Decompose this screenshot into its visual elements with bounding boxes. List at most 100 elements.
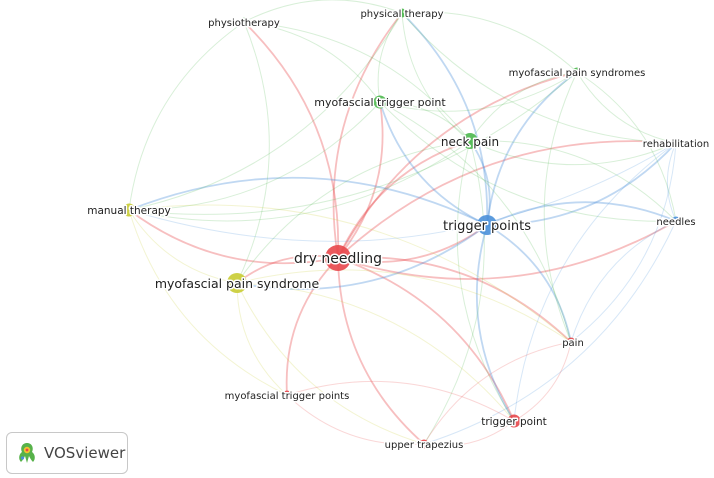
label-dry-needling[interactable]: dry needling bbox=[293, 250, 384, 269]
link-trigger-points-myofascial-pain-syndrome bbox=[236, 224, 488, 291]
link-rehabilitation-trigger-point bbox=[513, 142, 677, 422]
node-myofascial-pain-syndrome[interactable] bbox=[227, 273, 247, 293]
link-manual-therapy-myofascial-pain-syndrome bbox=[128, 209, 238, 284]
link-dry-needling-trigger-point bbox=[337, 257, 515, 422]
node-trigger-point[interactable] bbox=[507, 414, 521, 428]
link-physiotherapy-manual-therapy bbox=[128, 21, 245, 211]
link-myofascial-pain-syndromes-pain bbox=[543, 71, 578, 343]
link-dry-needling-pain bbox=[337, 256, 572, 343]
link-myofascial-trigger-point-physiotherapy bbox=[243, 21, 381, 103]
link-neck-pain-needles bbox=[469, 140, 677, 222]
link-trigger-point-upper-trapezius bbox=[423, 420, 515, 447]
link-myofascial-trigger-point-myofascial-pain-syndromes bbox=[379, 71, 578, 112]
link-dry-needling-neck-pain bbox=[337, 140, 471, 259]
node-physiotherapy[interactable] bbox=[239, 17, 249, 27]
link-rehabilitation-manual-therapy bbox=[128, 142, 677, 242]
link-myofascial-trigger-point-needles bbox=[379, 101, 677, 222]
link-neck-pain-trigger-point bbox=[456, 140, 515, 422]
link-myofascial-pain-syndrome-upper-trapezius bbox=[236, 282, 425, 445]
nodes-layer bbox=[122, 8, 681, 449]
link-physical-therapy-physiotherapy bbox=[243, 0, 403, 23]
link-trigger-points-manual-therapy bbox=[128, 176, 488, 226]
links-layer bbox=[128, 0, 677, 447]
node-upper-trapezius[interactable] bbox=[419, 439, 429, 449]
label-manual-therapy[interactable]: manual therapy bbox=[86, 204, 173, 219]
node-myofascial-trigger-points[interactable] bbox=[282, 390, 292, 400]
link-dry-needling-myofascial-pain-syndromes bbox=[337, 71, 578, 259]
link-trigger-points-trigger-point bbox=[475, 224, 515, 422]
link-manual-therapy-myofascial-trigger-points bbox=[128, 209, 288, 396]
link-myofascial-trigger-points-trigger-point bbox=[286, 380, 515, 422]
node-needles[interactable] bbox=[671, 216, 681, 226]
node-dry-needling[interactable] bbox=[325, 245, 351, 271]
vosviewer-name: VOSviewer bbox=[44, 444, 126, 462]
label-pain[interactable]: pain bbox=[561, 337, 586, 351]
node-myofascial-pain-syndromes[interactable] bbox=[572, 67, 582, 77]
link-dry-needling-physiotherapy bbox=[243, 21, 340, 259]
link-neck-pain-physiotherapy bbox=[243, 21, 471, 142]
link-myofascial-trigger-point-physical-therapy bbox=[377, 12, 403, 103]
link-dry-needling-physical-therapy bbox=[332, 12, 403, 259]
link-dry-needling-myofascial-trigger-point bbox=[337, 101, 384, 259]
link-trigger-points-pain bbox=[486, 224, 572, 343]
link-myofascial-pain-syndrome-pain bbox=[236, 269, 572, 343]
node-trigger-points[interactable] bbox=[477, 215, 497, 235]
link-myofascial-trigger-points-upper-trapezius bbox=[286, 394, 425, 446]
node-physical-therapy[interactable] bbox=[397, 8, 407, 18]
label-physiotherapy[interactable]: physiotherapy bbox=[207, 17, 282, 31]
link-rehabilitation-pain bbox=[570, 142, 677, 343]
link-trigger-points-rehabilitation bbox=[486, 142, 677, 226]
link-neck-pain-upper-trapezius bbox=[423, 140, 485, 445]
label-myofascial-pain-syndromes[interactable]: myofascial pain syndromes bbox=[507, 67, 647, 81]
link-dry-needling-myofascial-trigger-points bbox=[285, 257, 339, 396]
link-myofascial-trigger-point-manual-therapy bbox=[128, 101, 381, 211]
label-upper-trapezius[interactable]: upper trapezius bbox=[383, 439, 465, 453]
node-rehabilitation[interactable] bbox=[671, 138, 681, 148]
label-myofascial-trigger-point[interactable]: myofascial trigger point bbox=[313, 95, 448, 111]
link-dry-needling-needles bbox=[337, 220, 677, 280]
link-manual-therapy-pain bbox=[128, 204, 572, 343]
link-neck-pain-myofascial-pain-syndrome bbox=[236, 140, 471, 284]
link-pain-trigger-point bbox=[513, 341, 572, 422]
link-needles-pain bbox=[570, 220, 677, 343]
link-myofascial-pain-syndrome-trigger-point bbox=[236, 282, 515, 422]
link-physical-therapy-manual-therapy bbox=[128, 12, 403, 211]
link-trigger-points-physical-therapy bbox=[401, 12, 489, 226]
link-neck-pain-manual-therapy bbox=[128, 140, 471, 222]
link-physical-therapy-myofascial-pain-syndromes bbox=[401, 11, 578, 73]
link-trigger-points-myofascial-pain-syndromes bbox=[486, 71, 578, 226]
link-neck-pain-myofascial-pain-syndromes bbox=[469, 71, 578, 142]
link-myofascial-trigger-point-pain bbox=[379, 101, 572, 343]
node-manual-therapy[interactable] bbox=[122, 203, 136, 217]
node-myofascial-trigger-point[interactable] bbox=[373, 95, 387, 109]
link-dry-needling-trigger-points bbox=[337, 224, 488, 263]
label-myofascial-trigger-points[interactable]: myofascial trigger points bbox=[223, 390, 351, 404]
link-dry-needling-upper-trapezius bbox=[337, 257, 425, 445]
link-myofascial-pain-syndromes-manual-therapy bbox=[128, 71, 578, 215]
link-rehabilitation-needles bbox=[666, 142, 677, 222]
link-pain-upper-trapezius bbox=[423, 341, 572, 445]
link-neck-pain-rehabilitation bbox=[469, 140, 677, 166]
vosviewer-logo-icon bbox=[19, 443, 35, 463]
label-myofascial-pain-syndrome[interactable]: myofascial pain syndrome bbox=[153, 275, 321, 293]
link-dry-needling-manual-therapy bbox=[128, 209, 339, 265]
labels-layer: physiotherapy physical therapy myofascial … bbox=[86, 8, 711, 453]
link-myofascial-pain-syndrome-myofascial-trigger-points bbox=[236, 282, 288, 396]
label-physical-therapy[interactable]: physical therapy bbox=[359, 8, 445, 22]
link-physical-therapy-rehabilitation bbox=[401, 12, 677, 144]
link-needles-upper-trapezius bbox=[423, 220, 677, 445]
link-neck-pain-physical-therapy bbox=[401, 12, 471, 142]
label-needles[interactable]: needles bbox=[655, 216, 697, 230]
label-neck-pain[interactable]: neck pain bbox=[439, 134, 500, 151]
label-trigger-points[interactable]: trigger points bbox=[442, 218, 533, 236]
label-trigger-point[interactable]: trigger point bbox=[480, 415, 549, 430]
link-myofascial-pain-syndromes-rehabilitation bbox=[576, 71, 677, 144]
node-neck-pain[interactable] bbox=[462, 133, 478, 149]
link-neck-pain-myofascial-trigger-point bbox=[379, 101, 471, 142]
link-trigger-points-needles bbox=[486, 201, 677, 226]
link-physiotherapy-myofascial-pain-syndrome bbox=[236, 21, 270, 284]
vosviewer-badge[interactable]: VOSviewer bbox=[6, 432, 128, 474]
label-rehabilitation[interactable]: rehabilitation bbox=[641, 138, 710, 152]
node-pain[interactable] bbox=[566, 337, 576, 347]
